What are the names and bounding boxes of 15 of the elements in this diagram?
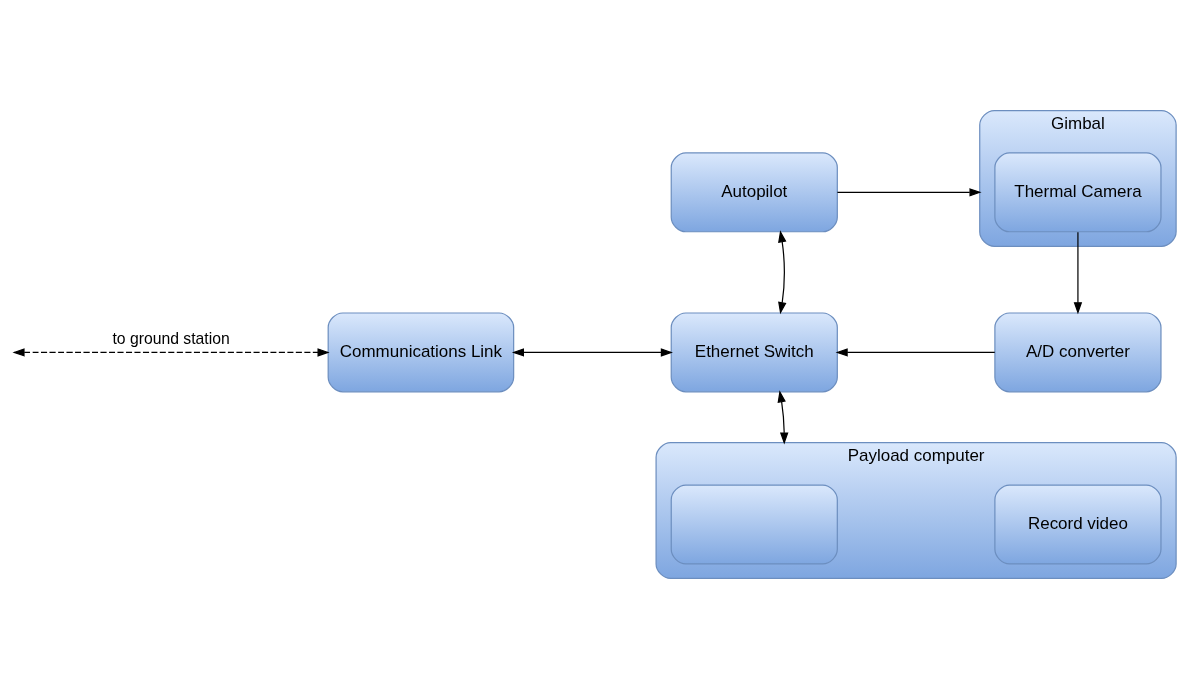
arrow	[1073, 231, 1083, 314]
node-box: Autopilot	[670, 151, 838, 232]
arrow	[778, 229, 787, 314]
node-box: A/D converter	[994, 311, 1162, 392]
node-box: Ethernet Switch	[670, 311, 838, 392]
arrow	[835, 347, 996, 357]
node-box	[670, 484, 838, 564]
node-box: Thermal Camera	[994, 151, 1162, 232]
node-box: Record video	[994, 484, 1162, 564]
node-box: Communications Link	[327, 311, 515, 392]
edge-label: to ground station	[112, 329, 230, 347]
arrow	[836, 187, 982, 197]
arrow	[12, 347, 330, 357]
arrow	[777, 389, 789, 445]
arrow	[511, 347, 673, 357]
